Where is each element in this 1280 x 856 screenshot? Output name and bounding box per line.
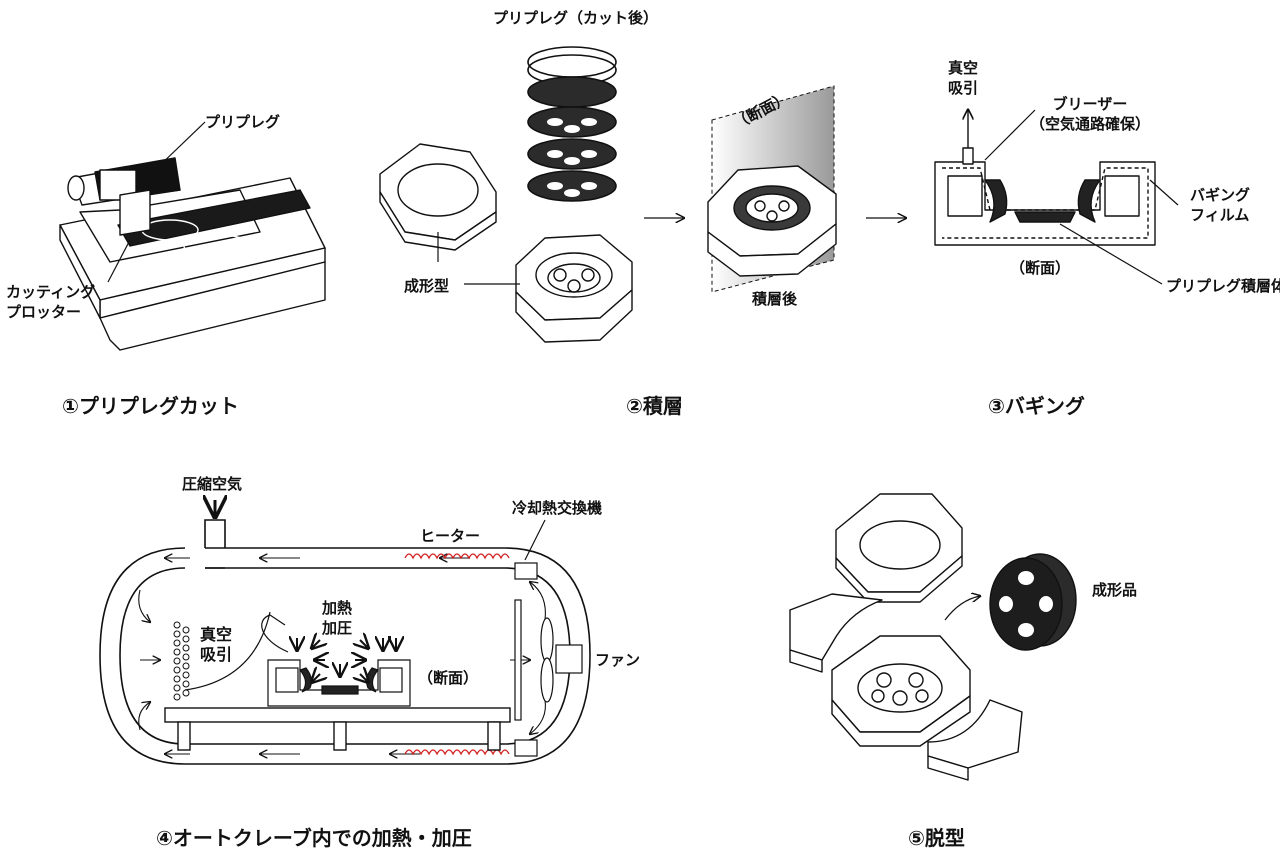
autoclave-table: [164, 707, 511, 751]
prepreg-stack: [527, 46, 617, 202]
bagging-section-view: [934, 110, 1156, 246]
caption-step3: ③バギング: [988, 394, 1085, 418]
caption-step1: ①プリプレグカット: [62, 394, 239, 418]
label-breather-line2: （空気通路確保）: [1030, 115, 1151, 133]
label-vacuum-line2: 吸引: [948, 79, 979, 97]
label-bagging-film: バギング フィルム: [1190, 185, 1250, 225]
label-section-panel3: （断面）: [1010, 259, 1071, 277]
cooling-heat-exchangers: [514, 562, 538, 757]
label-heat-line1: 加熱: [322, 599, 353, 617]
leader-lines-panel3: [984, 109, 1179, 285]
label-compressed-air: 圧縮空気: [182, 475, 243, 493]
mold-after-layup: [707, 165, 837, 277]
leader-lines-panel1: [107, 121, 206, 283]
label-cut-prepreg: プリプレグ（カット後）: [493, 9, 659, 27]
label-laminate: プリプレグ積層体: [1166, 277, 1280, 295]
label-cutting-plotter-line2: プロッター: [6, 303, 82, 321]
label-vacuum4-line2: 吸引: [200, 645, 233, 664]
demold-side-piece-right: [927, 699, 1023, 781]
cutting-plotter-illustration: [59, 157, 326, 351]
label-breather: ブリーザー （空気通路確保）: [1030, 94, 1150, 134]
leader-lines-panel2: [437, 232, 520, 285]
label-after-layup: 積層後: [752, 290, 798, 308]
leader-lines-panel4: [524, 519, 546, 561]
label-mold: 成形型: [404, 277, 450, 295]
demold-base-plate: [831, 635, 971, 747]
octagon-mold-plate: [379, 143, 497, 251]
autoclave-mold-section: [184, 611, 411, 707]
heater-coils: [404, 553, 510, 756]
label-bagging-line1: バギング: [1190, 186, 1251, 204]
label-prepreg: プリプレグ: [205, 113, 281, 131]
autoclave-vessel: [99, 500, 591, 765]
label-vacuum-line1: 真空: [948, 59, 979, 77]
label-fan: ファン: [595, 651, 641, 669]
pressure-arrows: [297, 638, 396, 682]
label-cooling-exchanger: 冷却熱交換機: [512, 499, 603, 517]
caption-step4: ④オートクレーブ内での加熱・加圧: [156, 826, 472, 850]
demold-top-plate: [835, 493, 963, 603]
label-vacuum4-line1: 真空: [200, 625, 233, 644]
molded-wheel-product: [989, 553, 1077, 651]
label-bagging-line2: フィルム: [1190, 206, 1250, 224]
label-molded-product: 成形品: [1092, 581, 1138, 599]
label-cutting-plotter-line1: カッティング: [6, 283, 96, 301]
label-heat-pressure: 加熱 加圧: [322, 598, 352, 638]
demold-side-piece-left: [789, 593, 883, 673]
caption-step5: ⑤脱型: [908, 826, 965, 850]
label-heater: ヒーター: [420, 527, 481, 545]
label-vacuum-suction-panel3: 真空 吸引: [948, 58, 978, 98]
label-cutting-plotter: カッティング プロッター: [6, 282, 95, 322]
fan-icon: [514, 599, 583, 721]
label-section-panel4: （断面）: [418, 669, 479, 687]
label-vacuum-suction-panel4: 真空 吸引: [200, 625, 232, 665]
assembled-mold: [515, 234, 633, 343]
label-heat-line2: 加圧: [322, 619, 353, 637]
caption-step2: ②積層: [626, 394, 683, 418]
label-breather-line1: ブリーザー: [1052, 95, 1128, 113]
demold-arrow: [944, 596, 980, 621]
vacuum-ports: [173, 621, 190, 701]
